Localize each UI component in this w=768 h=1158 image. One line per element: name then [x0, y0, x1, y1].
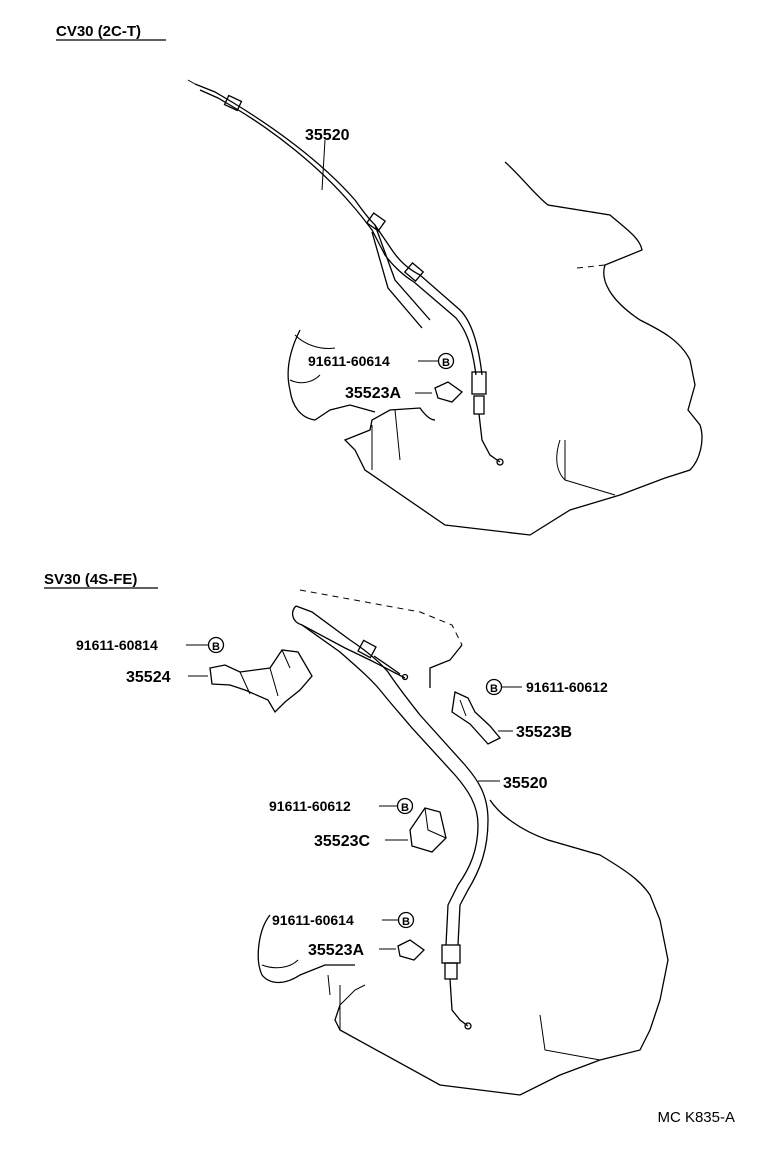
cable-adjuster — [441, 944, 461, 964]
bolt-marker-letter: B — [442, 357, 450, 369]
bolt-callout-upper-left: 91611-60814 B — [76, 636, 225, 654]
bracket-callout-mid: 35523C — [314, 807, 447, 853]
bracket-label: 35523C — [314, 833, 370, 850]
cable-clip — [357, 639, 377, 659]
bolt-marker-icon — [207, 636, 225, 654]
bracket-label: 35523B — [516, 724, 572, 741]
bracket-callout-upper-left: 35524 — [126, 649, 313, 714]
leader-line — [321, 139, 326, 191]
bolt-label: 91611-60814 — [76, 637, 158, 653]
section-title-cv30: CV30 (2C-T) — [56, 23, 141, 40]
bolt-marker-letter: B — [490, 683, 498, 695]
cable-adjuster — [471, 371, 487, 395]
bolt-marker-icon — [397, 911, 415, 929]
bracket-icon — [209, 649, 313, 714]
bolt-marker-letter: B — [212, 641, 220, 653]
bolt-callout-1: 91611-60614 B — [308, 352, 455, 370]
transmission-outline-1 — [287, 161, 703, 536]
bolt-label: 91611-60614 — [308, 353, 390, 369]
cable-clip — [403, 261, 425, 283]
diagram-reference-code: MC K835-A — [657, 1109, 735, 1126]
throttle-cable-2 — [291, 605, 489, 1030]
cable-adjuster-nut — [473, 395, 485, 415]
part-label-cable-2: 35520 — [503, 775, 548, 792]
bracket-icon — [451, 691, 502, 745]
cable-end-fitting — [223, 94, 243, 112]
bracket-icon — [397, 939, 426, 961]
bolt-label: 91611-60614 — [272, 912, 354, 928]
cable-end-ball — [496, 458, 504, 466]
bolt-callout-upper-right: B 91611-60612 — [485, 678, 608, 696]
bracket-callout-lower: 35523A — [308, 939, 426, 961]
bracket-label: 35524 — [126, 669, 171, 686]
bolt-callout-lower: 91611-60614 B — [272, 911, 415, 929]
bolt-label: 91611-60612 — [269, 798, 351, 814]
cable-end-ball — [464, 1022, 472, 1030]
bracket-callout-upper-right: 35523B — [451, 691, 572, 745]
cable-end-ball — [401, 673, 409, 681]
bracket-label: 35523A — [308, 942, 364, 959]
throttle-cable-1 — [187, 79, 504, 466]
section-title-sv30: SV30 (4S-FE) — [44, 571, 137, 588]
bolt-marker-icon — [437, 352, 455, 370]
bolt-marker-letter: B — [401, 802, 409, 814]
cable-adjuster-nut — [444, 962, 458, 980]
bolt-label: 91611-60612 — [526, 679, 608, 695]
transmission-outline-2 — [257, 589, 669, 1096]
bolt-marker-letter: B — [402, 916, 410, 928]
bolt-callout-mid: 91611-60612 B — [269, 797, 414, 815]
bracket-label: 35523A — [345, 385, 401, 402]
part-label-cable: 35520 — [305, 127, 350, 144]
cable-clip — [365, 212, 387, 232]
bolt-marker-icon — [396, 797, 414, 815]
bracket-callout-1: 35523A — [345, 381, 464, 403]
bracket-icon — [434, 381, 464, 403]
bolt-marker-icon — [485, 678, 503, 696]
